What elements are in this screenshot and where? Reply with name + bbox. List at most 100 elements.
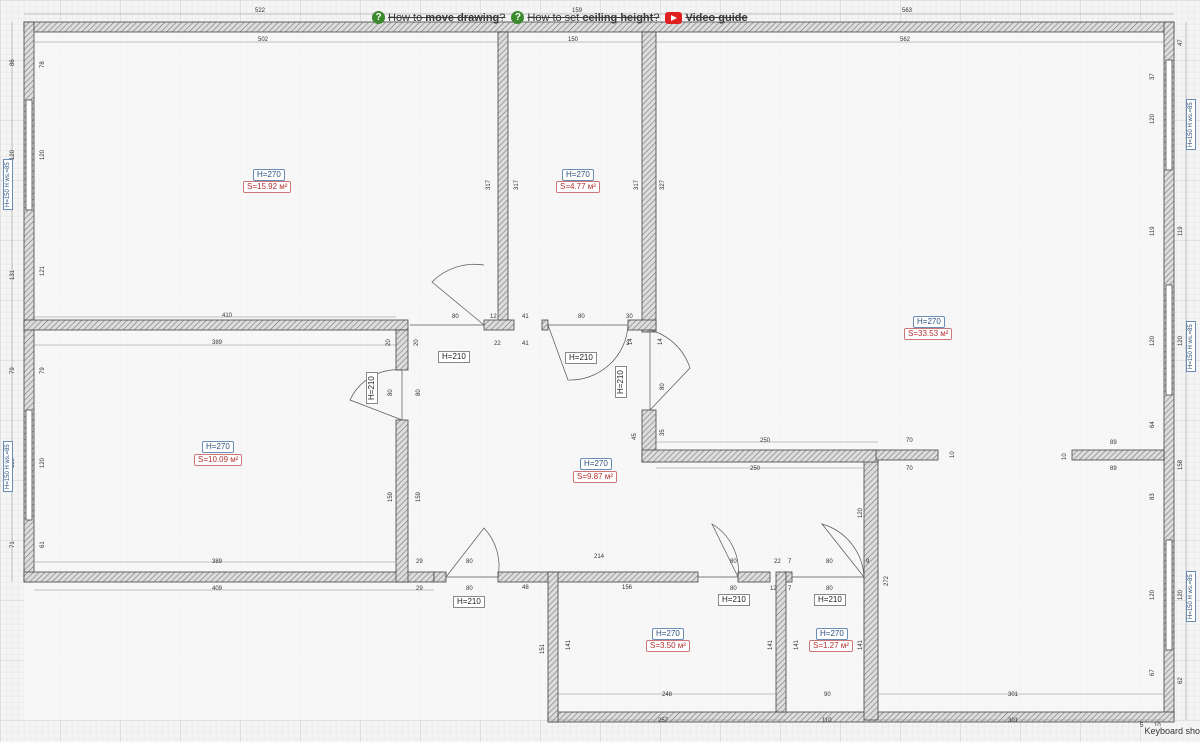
dim-d10a: 10 (950, 451, 956, 458)
window-right-2-label[interactable]: H=150 H ws.=85 (1186, 321, 1196, 372)
dim-in1: 502 (258, 37, 269, 43)
door2-height[interactable]: H=210 (565, 352, 597, 364)
dim-rr5: 5 (1140, 723, 1144, 729)
window-left-2[interactable] (25, 409, 33, 521)
ceiling-height-link[interactable]: ? How to set ceiling height? (511, 11, 659, 24)
dim-rr120e: 120 (1178, 589, 1184, 600)
dim-d80v3: 80 (660, 383, 666, 390)
wall-bottom-seg2[interactable] (497, 571, 699, 583)
keyboard-shortcuts-link[interactable]: Keyboard sho (1144, 726, 1200, 736)
dim-l61: 61 (40, 541, 46, 548)
dim-d7b: 7 (788, 586, 792, 592)
window-left-2-label[interactable]: H=150 H ws.=85 (3, 441, 13, 492)
dim-r1: 410 (222, 313, 233, 319)
dim-d9: 9 (866, 559, 870, 565)
wall-bottom-mid[interactable] (433, 571, 447, 583)
dim-d20b: 20 (414, 339, 420, 346)
door4-height[interactable]: H=210 (615, 366, 627, 398)
wall-bath-left[interactable] (547, 571, 559, 723)
window-left-1[interactable] (25, 99, 33, 211)
room7-height[interactable]: H=270 (816, 628, 848, 640)
wall-right-stub[interactable] (1071, 449, 1165, 461)
dim-rr83: 83 (1150, 493, 1156, 500)
dim-d29b: 29 (416, 586, 423, 592)
dim-d156: 156 (622, 585, 633, 591)
wall-bath-mid[interactable] (775, 571, 787, 713)
room7-area[interactable]: S=1.27 м² (809, 640, 853, 652)
dim-d30: 30 (626, 314, 633, 320)
wall-hall-v2[interactable] (395, 329, 409, 371)
dim-rr47: 47 (1178, 39, 1184, 46)
dim-d14a: 14 (628, 338, 634, 345)
wall-outer-bottom-right[interactable] (547, 711, 1175, 723)
window-left-1-label[interactable]: H=150 H ws.=85 (3, 159, 13, 210)
dim-d159a: 159 (388, 491, 394, 502)
dim-d3: 3 (626, 341, 630, 347)
door1-height[interactable]: H=210 (438, 351, 470, 363)
room5-area[interactable]: S=9.87 м² (573, 471, 617, 483)
wall-room1-right[interactable] (497, 31, 509, 325)
doors[interactable] (349, 263, 865, 578)
wall-bottom-seg3[interactable] (737, 571, 771, 583)
room3-area[interactable]: S=33.53 м² (904, 328, 953, 340)
wall-hall-bottom-right[interactable] (641, 449, 879, 463)
video-guide-link[interactable]: Video guide (665, 11, 748, 24)
dim-d120c: 120 (858, 507, 864, 518)
dim-d257: 257 (658, 718, 669, 724)
dim-d272: 272 (884, 575, 890, 586)
wall-kitchen-stub[interactable] (875, 449, 939, 461)
room1-height[interactable]: H=270 (253, 169, 285, 181)
room6-height[interactable]: H=270 (652, 628, 684, 640)
wall-bottom-left[interactable] (23, 571, 435, 583)
room5-height[interactable]: H=270 (580, 458, 612, 470)
door3-height[interactable]: H=210 (366, 372, 378, 404)
wall-hall-top1[interactable] (483, 319, 515, 331)
dim-d22: 22 (494, 341, 501, 347)
wall-room2-right[interactable] (641, 31, 657, 333)
dim-d80h: 80 (826, 586, 833, 592)
dim-d41b: 41 (522, 341, 529, 347)
dim-d80v1: 80 (388, 389, 394, 396)
dim-d12: 12 (490, 314, 497, 320)
window-right-1[interactable] (1165, 59, 1173, 171)
room4-area[interactable]: S=10.09 м² (194, 454, 243, 466)
dim-d141a: 141 (566, 639, 572, 650)
door7-height[interactable]: H=210 (814, 594, 846, 606)
wall-wc-right[interactable] (863, 449, 879, 721)
youtube-play-icon (665, 11, 683, 24)
dim-rr120a: 120 (1150, 113, 1156, 124)
dim-d80e: 80 (730, 559, 737, 565)
window-right-3-label[interactable]: H=150 H ws.=85 (1186, 571, 1196, 622)
room3-height[interactable]: H=270 (913, 316, 945, 328)
wall-room2-stub[interactable] (541, 319, 549, 331)
window-right-3[interactable] (1165, 539, 1173, 651)
dim-d80f: 80 (730, 586, 737, 592)
dim-d7a: 7 (788, 559, 792, 565)
dim-l120d: 120 (40, 457, 46, 468)
dim-d35: 35 (660, 429, 666, 436)
windows-openings[interactable] (25, 59, 1173, 651)
room6-area[interactable]: S=3.50 м² (646, 640, 690, 652)
dim-d89a: 89 (1110, 440, 1117, 446)
move-drawing-link[interactable]: ? How to move drawing? (372, 11, 505, 24)
dim-d80g: 80 (826, 559, 833, 565)
door5-height[interactable]: H=210 (453, 596, 485, 608)
dim-d250b: 250 (750, 466, 761, 472)
room1-area[interactable]: S=15.92 м² (243, 181, 292, 193)
room2-height[interactable]: H=270 (562, 169, 594, 181)
dim-l121: 121 (40, 265, 46, 276)
dim-d20a: 20 (386, 339, 392, 346)
door6-height[interactable]: H=210 (718, 594, 750, 606)
window-right-1-label[interactable]: H=150 H ws.=85 (1186, 99, 1196, 150)
wall-hall-top2[interactable] (627, 319, 657, 331)
wall-left-room-top[interactable] (23, 319, 409, 331)
window-right-2[interactable] (1165, 284, 1173, 396)
dim-d70b: 70 (906, 466, 913, 472)
dim-rr37: 37 (1150, 73, 1156, 80)
room4-height[interactable]: H=270 (202, 441, 234, 453)
dim-d80c: 80 (466, 559, 473, 565)
room2-area[interactable]: S=4.77 м² (556, 181, 600, 193)
dim-top2: 159 (572, 8, 583, 14)
wall-hall-v1[interactable] (395, 419, 409, 583)
